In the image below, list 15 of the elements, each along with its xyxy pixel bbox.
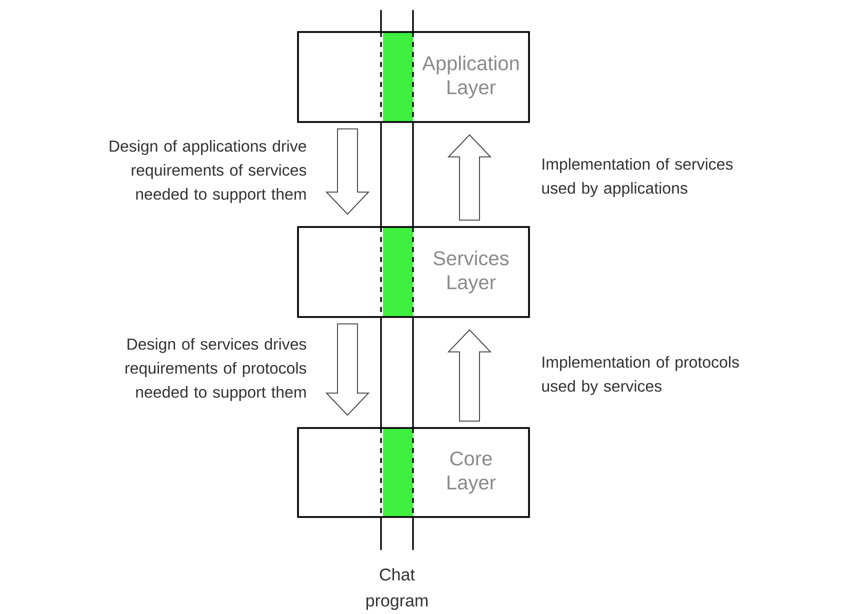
layer-box — [297, 31, 530, 123]
layer-label: Core Layer — [448, 451, 496, 494]
layer-label: Services Layer — [434, 250, 509, 294]
block-arrow — [325, 323, 370, 416]
edge-label: Design of services drives requirements of protocols needed to support them — [126, 338, 306, 401]
layer-box — [297, 427, 530, 518]
block-arrow — [447, 134, 492, 221]
layer-label: Application Layer — [422, 56, 519, 98]
block-arrow — [447, 329, 492, 422]
layer-box — [297, 226, 530, 318]
block-arrow — [325, 128, 370, 215]
edge-label: Implementation of services used by applications — [542, 158, 733, 197]
edge-label: Design of applications drive requirements of services needed to support them — [110, 140, 306, 203]
edge-label: Implementation of protocols used by services — [542, 356, 739, 395]
column-caption: Chat program — [366, 568, 428, 610]
